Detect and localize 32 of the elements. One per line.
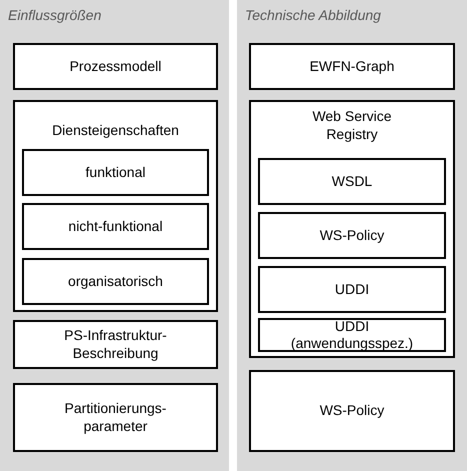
column-heading: Einflussgrößen <box>8 7 102 23</box>
process-box <box>13 43 218 90</box>
box-label: UDDI <box>334 280 370 298</box>
group-box <box>249 100 455 358</box>
box-label: funktional <box>86 164 146 182</box>
process-box <box>249 370 455 452</box>
box-label: WS-Policy <box>320 226 384 244</box>
box-label: organisatorisch <box>68 272 163 290</box>
group-heading: Web Service Registry <box>311 108 393 143</box>
process-box <box>22 203 209 250</box>
process-box <box>13 383 218 452</box>
process-box <box>22 258 209 305</box>
box-label: Partitionierungs- parameter <box>64 400 168 435</box>
process-box <box>258 318 446 352</box>
process-box <box>13 320 218 369</box>
box-label: nicht-funktional <box>68 218 163 236</box>
box-label: PS-Infrastruktur- Beschreibung <box>63 327 168 362</box>
box-label: WS-Policy <box>320 402 384 420</box>
process-box <box>258 266 446 313</box>
box-label: EWFN-Graph <box>310 58 394 76</box>
group-box <box>13 100 218 312</box>
box-label: WSDL <box>332 172 372 190</box>
box-label: UDDI (anwendungsspez.) <box>290 318 414 352</box>
group-heading: Diensteigenschaften <box>51 122 180 140</box>
column-heading: Technische Abbildung <box>245 7 381 23</box>
process-box <box>22 149 209 196</box>
process-box <box>258 212 446 259</box>
process-box <box>249 43 455 90</box>
process-box <box>258 158 446 205</box>
box-label: Prozessmodell <box>70 58 162 76</box>
column-band <box>0 0 229 471</box>
column-band <box>237 0 467 471</box>
